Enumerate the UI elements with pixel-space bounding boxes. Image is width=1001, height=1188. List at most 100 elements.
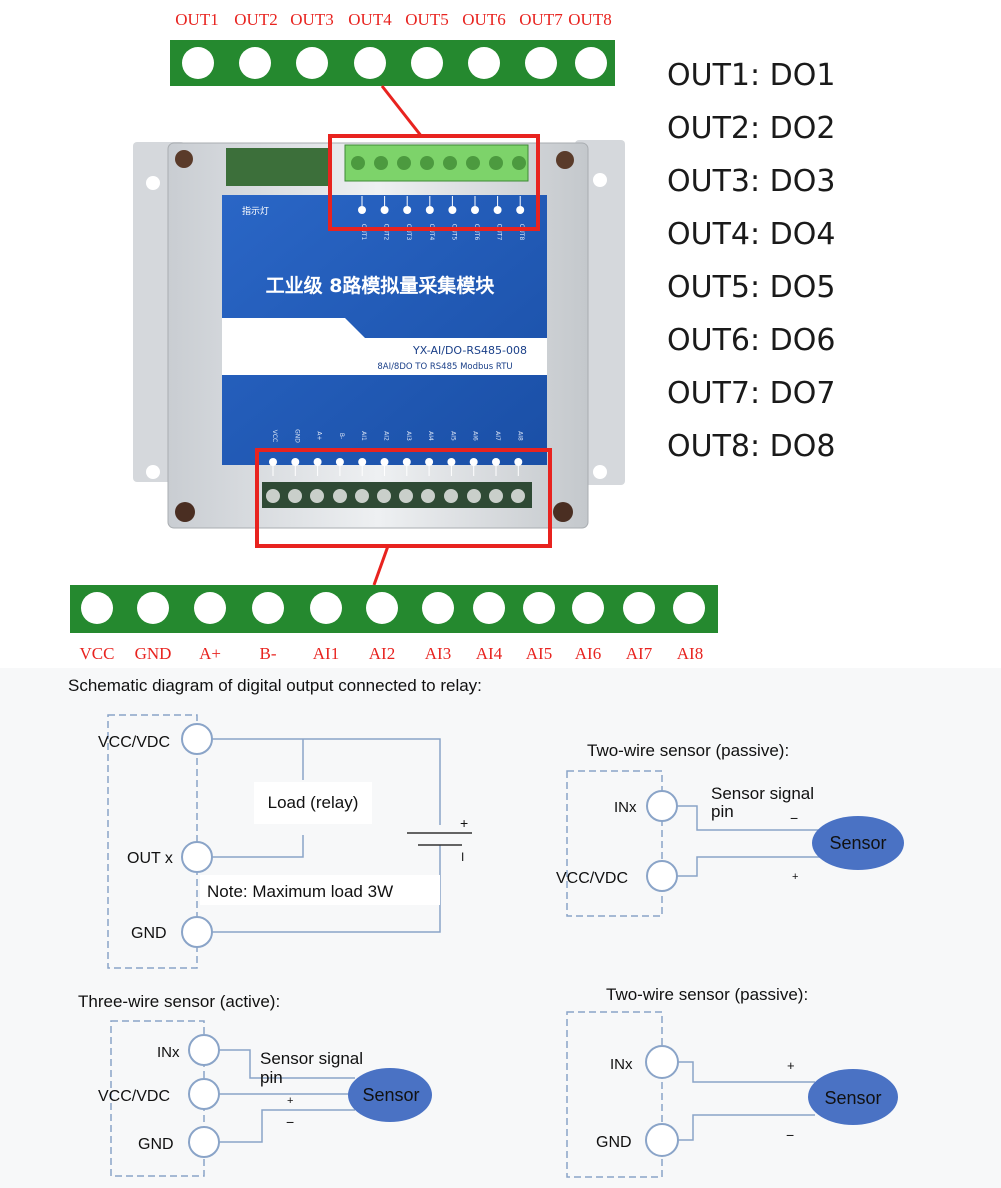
terminal-hole	[354, 47, 386, 79]
gnd-label: GND	[138, 1136, 174, 1153]
terminal-circle	[181, 723, 213, 755]
module-bottom-pin-label: AI2	[383, 431, 390, 441]
note-label: Note: Maximum load 3W	[207, 882, 393, 901]
module-title: 工业级 8路模拟量采集模块	[266, 274, 496, 297]
callout-line-top	[380, 85, 424, 138]
two-wire-title: Two-wire sensor (passive):	[587, 741, 789, 760]
bottom-terminal-label: AI7	[626, 644, 653, 663]
pin-dot	[358, 206, 366, 214]
vcc-label: VCC/VDC	[98, 1088, 170, 1105]
mount-hole	[146, 465, 160, 479]
bottom-terminal-label: AI8	[677, 644, 703, 663]
inx-label: INx	[614, 799, 637, 816]
module-bottom-pin-label: GND	[293, 429, 300, 443]
pin-dot	[447, 458, 456, 466]
module-bottom-pin-label: AI8	[516, 431, 523, 441]
output-map-item: OUT6: DO6	[667, 323, 835, 358]
terminal-circle	[181, 841, 213, 873]
module-outline	[566, 1011, 663, 1178]
sensor-ellipse	[348, 1068, 432, 1122]
output-map-item: OUT3: DO3	[667, 164, 835, 199]
terminal-hole	[575, 47, 607, 79]
two-wire-sensor-a: Two-wire sensor (passive): INx VCC/VDC S…	[556, 741, 904, 917]
module-top-pin-label: OUT1	[360, 224, 367, 241]
pin-dot	[471, 206, 479, 214]
mount-hole	[593, 465, 607, 479]
pin-dot	[448, 206, 457, 214]
output-map-item: OUT5: DO5	[667, 270, 835, 305]
outx-label: OUT x	[127, 850, 173, 867]
plus-sign: +	[287, 1095, 293, 1107]
sensor-label: Sensor	[824, 1088, 881, 1108]
pin-dot	[425, 206, 434, 214]
vcc-label: VCC/VDC	[556, 870, 628, 887]
bottom-terminal-label: AI1	[313, 644, 339, 663]
module-bottom-pin-label: AI3	[405, 431, 412, 441]
module-bottom-pin-label: A+	[316, 431, 323, 440]
terminal-hole	[473, 592, 505, 624]
terminal-circle	[188, 1034, 220, 1066]
signal-line-2: pin	[711, 802, 734, 821]
signal-line-1: Sensor signal	[260, 1049, 363, 1068]
pin-dot	[514, 458, 523, 466]
three-wire-sensor: Three-wire sensor (active): INx VCC/VDC …	[78, 992, 432, 1177]
module-top-pin-label: OUT8	[518, 224, 525, 241]
terminal-hole	[310, 592, 342, 624]
bottom-terminal-labels: VCC GND A+ B- AI1 AI2 AI3 AI4 AI5 AI6 AI…	[80, 644, 704, 663]
two-wire-title: Two-wire sensor (passive):	[606, 985, 808, 1004]
bottom-terminal-label: B-	[260, 644, 277, 663]
two-wire-sensor-b: Two-wire sensor (passive): INx GND Senso…	[566, 985, 898, 1178]
terminal-circle	[646, 860, 678, 892]
module-top-pin-label: OUT7	[496, 224, 503, 241]
module-subtitle: 8AI/8DO TO RS485 Modbus RTU	[377, 362, 512, 372]
bottom-terminal-label: AI4	[476, 644, 503, 663]
module-bottom-pin-label: B-	[338, 433, 345, 439]
sensor-wires	[677, 805, 820, 877]
output-map-item: OUT1: DO1	[667, 58, 835, 93]
terminal-circle	[645, 1123, 679, 1157]
sensor-ellipse	[808, 1069, 898, 1125]
terminal-hole	[523, 592, 555, 624]
module-bottom-pin-label: AI1	[360, 431, 367, 441]
module-bottom-pin-label: AI6	[472, 431, 479, 441]
module-bottom-pin-label: AI5	[449, 431, 456, 441]
output-map-item: OUT4: DO4	[667, 217, 835, 252]
sensor-wires	[678, 1061, 815, 1141]
module-top-pin-label: OUT3	[405, 224, 412, 241]
bottom-terminal-label: A+	[199, 644, 221, 663]
minus-sign: −	[286, 1114, 294, 1130]
inx-label: INx	[157, 1044, 180, 1061]
module-outline	[566, 770, 663, 917]
pin-dot	[380, 206, 389, 214]
pin-dot	[269, 458, 277, 466]
terminal-hole	[422, 592, 454, 624]
inx-label: INx	[610, 1056, 633, 1073]
screw	[175, 502, 195, 522]
top-terminal-strip	[170, 40, 615, 86]
bottom-terminal-label: GND	[135, 644, 172, 663]
pin-dot	[291, 458, 300, 466]
screw	[175, 150, 193, 168]
terminal-hole	[194, 592, 226, 624]
terminal-circle	[188, 1078, 220, 1110]
module-top-pin-label: OUT4	[428, 224, 435, 241]
vcc-label: VCC/VDC	[98, 734, 170, 751]
sensor-wires	[219, 1049, 355, 1143]
relay-wires	[212, 738, 441, 933]
relay-schematic: Schematic diagram of digital output conn…	[68, 676, 482, 969]
output-map-item: OUT8: DO8	[667, 429, 835, 464]
terminal-circle	[645, 1045, 679, 1079]
top-terminal-labels: OUT1 OUT2 OUT3 OUT4 OUT5 OUT6 OUT7 OUT8	[175, 10, 611, 29]
screw	[553, 502, 573, 522]
pin-dot	[492, 458, 500, 466]
battery-plus: +	[460, 815, 468, 831]
output-mapping-list: OUT1: DO1 OUT2: DO2 OUT3: DO3 OUT4: DO4 …	[667, 58, 835, 464]
top-terminal-label: OUT6	[462, 10, 505, 29]
pin-dot	[313, 458, 322, 466]
terminal-hole	[411, 47, 443, 79]
mount-hole	[593, 173, 607, 187]
terminal-hole	[572, 592, 604, 624]
bottom-terminal-label: AI2	[369, 644, 395, 663]
